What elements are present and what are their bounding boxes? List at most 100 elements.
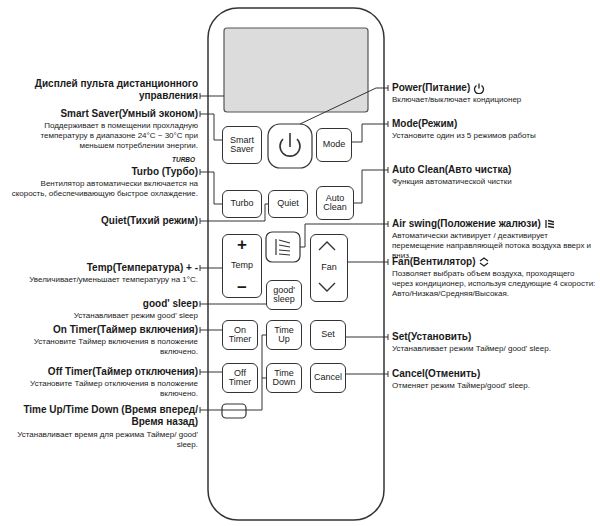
- turbo-icon-text: TURBO: [172, 156, 202, 164]
- button-label: Turbo: [230, 199, 253, 208]
- fan-icon: [478, 256, 490, 268]
- temp-button: + Temp −: [222, 234, 262, 298]
- callout-description: Отменяет режим Таймер/good' sleep.: [392, 381, 530, 390]
- time-down-button: Time Down: [266, 363, 302, 393]
- power-icon: [473, 82, 485, 94]
- callout-description: Поддерживает в помещении прохладную темп…: [4, 121, 198, 151]
- air-swing-button: [266, 232, 300, 262]
- button-label: good' sleep: [269, 286, 299, 305]
- on-timer-button: On Timer: [222, 320, 258, 350]
- callout-heading: Air swing(Положение жалюзи): [392, 218, 541, 229]
- callout-description: Установите Таймер включения в положение …: [34, 337, 198, 356]
- callout-heading: Smart Saver(Умный эконом): [4, 108, 198, 120]
- callout-heading: Power(Питание): [392, 82, 596, 94]
- button-label: Time Down: [269, 369, 299, 388]
- button-label: Auto Clean: [319, 194, 351, 213]
- power-button: [268, 124, 312, 168]
- quiet-button: Quiet: [268, 190, 308, 218]
- callout-description: Устанавливает режим good' sleep: [74, 311, 198, 320]
- callout-heading: Cancel(Отменить): [392, 368, 596, 380]
- callout-heading: Set(Установить): [392, 331, 471, 342]
- callout-heading: Fan(Вентилятор): [392, 256, 596, 268]
- set-button: Set: [310, 320, 346, 350]
- callout-heading: On Timer(Таймер включения): [53, 324, 198, 335]
- callout-heading: Temp(Температура) + -: [4, 262, 198, 274]
- callout-heading: Mode(Режим): [392, 118, 596, 130]
- button-label: Mode: [323, 140, 346, 149]
- button-label: Quiet: [277, 199, 299, 208]
- callout-heading: Quiet(Тихий режим): [4, 215, 198, 227]
- smart-saver-button: Smart Saver: [222, 126, 262, 164]
- callout-heading: Cancel(Отменить): [392, 368, 480, 379]
- callout-description: Устанавливает режим Таймер/ good' sleep.: [392, 344, 596, 354]
- callout-heading: Fan(Вентилятор): [392, 256, 475, 267]
- auto-clean-button: Auto Clean: [316, 186, 354, 220]
- callout-description: Позволяет выбрать объем воздуха, проходя…: [392, 269, 596, 299]
- callout-description: Включает/выключает кондиционер: [392, 95, 596, 105]
- callout-heading: Power(Питание): [392, 82, 470, 93]
- callout-description: Установите Таймер отключения в положение…: [4, 379, 198, 399]
- callout-heading: Дисплей пульта дистанционного управления: [4, 78, 198, 102]
- callout-heading: Time Up/Time Down (Время вперед/Время на…: [4, 404, 198, 428]
- callout-heading: Quiet(Тихий режим): [101, 215, 198, 226]
- callout-heading: Auto Clean(Авто чистка): [392, 164, 511, 175]
- callout-heading: On Timer(Таймер включения): [4, 324, 198, 336]
- button-label: Cancel: [314, 373, 342, 382]
- callout-description: Функция автоматической чистки: [392, 177, 512, 186]
- good-sleep-button: good' sleep: [266, 280, 302, 310]
- blank-button: [222, 404, 246, 418]
- callout-description: Устанавливает режим good' sleep: [4, 311, 198, 321]
- turbo-button: Turbo: [222, 190, 262, 218]
- callout-heading: Air swing(Положение жалюзи): [392, 218, 596, 230]
- callout-heading: good' sleep: [4, 298, 198, 310]
- callout-description: Устанавливает время для режима Таймер/ g…: [4, 430, 198, 450]
- callout-heading: Off Timer(Таймер отключения): [48, 366, 198, 377]
- turbo-icon-text: TURBO: [172, 156, 195, 163]
- swing-icon: [544, 218, 556, 230]
- leader-lines: [200, 85, 388, 413]
- remote-display: [224, 28, 368, 112]
- callout-description: Вентилятор автоматически включается на с…: [4, 179, 198, 199]
- time-up-button: Time Up: [266, 320, 302, 350]
- callout-heading: Turbo (Турбо): [4, 166, 198, 178]
- callout-heading: Temp(Температура) + -: [87, 262, 198, 273]
- callout-heading: Дисплей пульта дистанционного управления: [35, 78, 198, 101]
- callout-description: Увеличивает/уменьшает температуру на 1°C…: [29, 275, 198, 284]
- callout-description: Вентилятор автоматически включается на с…: [12, 179, 198, 198]
- callout-heading: Off Timer(Таймер отключения): [4, 366, 198, 378]
- remote-body: [208, 8, 384, 520]
- callout-description: Увеличивает/уменьшает температуру на 1°C…: [4, 275, 198, 285]
- button-label: Off Timer: [225, 369, 255, 388]
- button-label: On Timer: [225, 326, 255, 345]
- callout-description: Включает/выключает кондиционер: [392, 95, 521, 104]
- mode-button: Mode: [316, 128, 352, 162]
- callout-heading: Smart Saver(Умный эконом): [60, 108, 198, 119]
- callout-description: Устанавливает время для режима Таймер/ g…: [17, 430, 198, 449]
- button-label: −: [237, 280, 247, 295]
- button-label: +: [237, 237, 247, 252]
- callout-heading: Time Up/Time Down (Время вперед/Время на…: [23, 404, 198, 427]
- off-timer-button: Off Timer: [222, 363, 258, 393]
- callout-description: Установите один из 5 режимов работы: [392, 131, 536, 140]
- button-label: Fan: [321, 263, 337, 272]
- button-label: Time Up: [269, 326, 299, 345]
- button-label: Smart Saver: [225, 136, 259, 155]
- callout-description: Установите один из 5 режимов работы: [392, 131, 596, 141]
- callout-description: Отменяет режим Таймер/good' sleep.: [392, 381, 596, 391]
- callout-description: Установите Таймер включения в положение …: [4, 337, 198, 357]
- callout-heading: Set(Установить): [392, 331, 596, 343]
- fan-button: Fan: [310, 234, 348, 302]
- callout-description: Устанавливает режим Таймер/ good' sleep.: [392, 344, 551, 353]
- callout-heading: Mode(Режим): [392, 118, 457, 129]
- button-label: Temp: [231, 261, 253, 270]
- callout-description: Автоматически активирует / деактивирует …: [392, 231, 591, 260]
- callout-description: Установите Таймер отключения в положение…: [30, 379, 198, 398]
- callout-heading: good' sleep: [143, 298, 198, 309]
- callout-description: Функция автоматической чистки: [392, 177, 596, 187]
- callout-description: Поддерживает в помещении прохладную темп…: [41, 121, 198, 150]
- callout-description: Позволяет выбрать объем воздуха, проходя…: [392, 269, 595, 298]
- callout-heading: Auto Clean(Авто чистка): [392, 164, 596, 176]
- callout-heading: Turbo (Турбо): [131, 166, 198, 177]
- button-label: Set: [321, 330, 335, 339]
- cancel-button: Cancel: [310, 363, 346, 393]
